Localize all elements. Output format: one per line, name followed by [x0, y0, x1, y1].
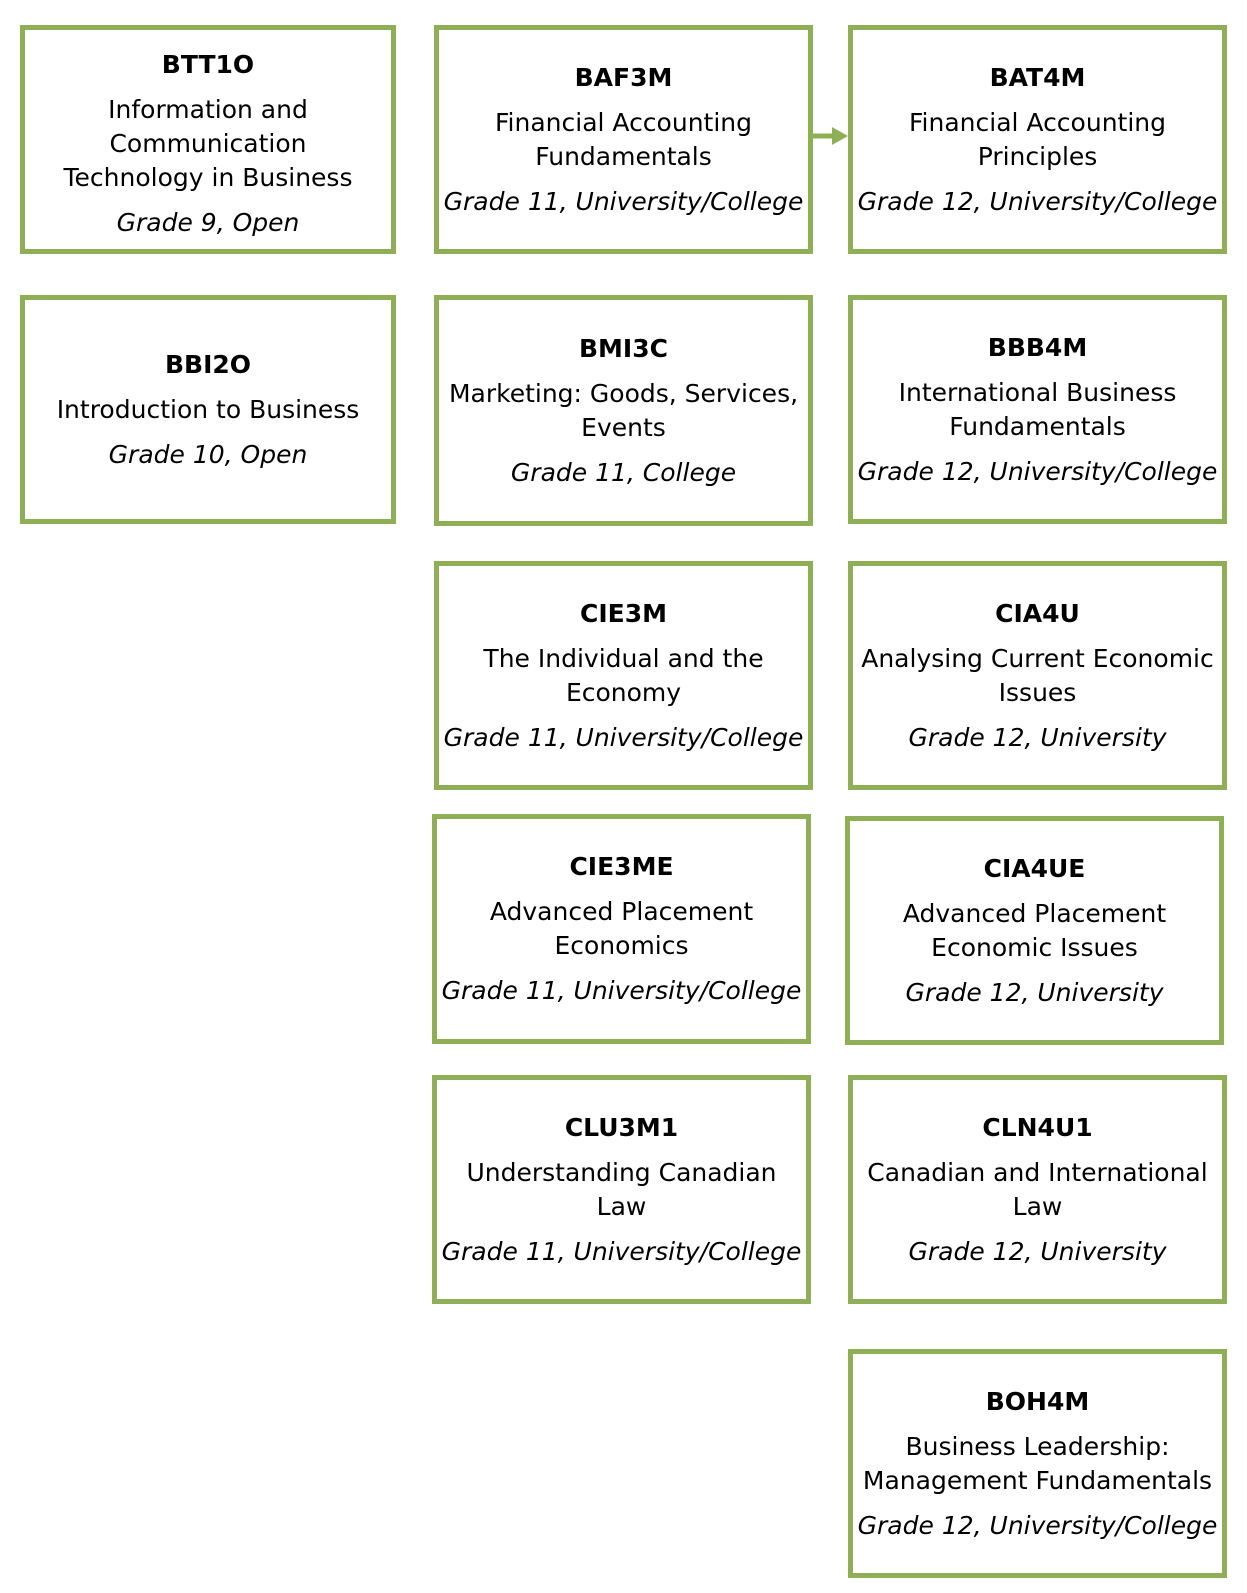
course-title: Information and Communication Technology… [63, 94, 353, 192]
course-box-btt1o: BTT1O Information and Communication Tech… [20, 25, 396, 254]
course-box-bmi3c: BMI3C Marketing: Goods, Services, Events… [434, 295, 813, 526]
course-code: CLU3M1 [564, 1112, 679, 1142]
course-code: CIE3ME [569, 852, 674, 881]
course-title: The Individual and the Economy [483, 643, 764, 707]
course-code: BOH4M [985, 1386, 1090, 1416]
course-grade: Grade 12, University [908, 1236, 1167, 1266]
course-grade: Grade 12, University [908, 722, 1167, 752]
course-code: BBI2O [164, 349, 252, 379]
course-title: Financial Accounting Principles [908, 107, 1167, 171]
course-title: International Business Fundamentals [898, 377, 1177, 441]
course-box-bat4m: BAT4M Financial Accounting Principles Gr… [848, 25, 1227, 254]
course-code: BTT1O [161, 49, 255, 79]
course-grade: Grade 11, College [510, 457, 737, 487]
course-grade: Grade 12, University/College [857, 1510, 1218, 1540]
course-box-bbi2o: BBI2O Introduction to Business Grade 10,… [20, 295, 396, 524]
course-box-cie3me: CIE3ME Advanced Placement Economics Grad… [432, 814, 811, 1044]
course-title: Advanced Placement Economic Issues [902, 898, 1167, 962]
course-code: CIA4U [995, 598, 1080, 628]
course-grade: Grade 12, University/College [857, 186, 1218, 216]
prerequisite-arrow-icon [812, 127, 848, 145]
course-grade: Grade 12, University/College [857, 456, 1218, 486]
course-box-cie3m: CIE3M The Individual and the Economy Gra… [434, 561, 813, 790]
course-box-boh4m: BOH4M Business Leadership: Management Fu… [848, 1349, 1227, 1578]
course-title: Understanding Canadian Law [466, 1157, 777, 1221]
course-code: BBB4M [987, 332, 1088, 362]
course-code: CIE3M [580, 598, 667, 628]
course-box-cia4ue: CIA4UE Advanced Placement Economic Issue… [845, 816, 1224, 1045]
course-grade: Grade 10, Open [108, 439, 308, 469]
course-code: BAT4M [989, 62, 1086, 92]
course-grade: Grade 12, University [905, 977, 1164, 1007]
course-grade: Grade 11, University/College [443, 186, 804, 216]
course-title: Marketing: Goods, Services, Events [448, 378, 799, 442]
course-grade: Grade 9, Open [116, 207, 300, 237]
course-box-cia4u: CIA4U Analysing Current Economic Issues … [848, 561, 1227, 790]
course-code: BAF3M [574, 62, 673, 92]
course-title: Financial Accounting Fundamentals [494, 107, 753, 171]
course-box-baf3m: BAF3M Financial Accounting Fundamentals … [434, 25, 813, 254]
course-code: CIA4UE [983, 853, 1086, 883]
course-grade: Grade 11, University/College [441, 1236, 802, 1266]
course-grade: Grade 11, University/College [441, 976, 802, 1005]
course-title: Introduction to Business [56, 394, 360, 424]
course-title: Business Leadership: Management Fundamen… [862, 1431, 1213, 1495]
course-title: Analysing Current Economic Issues [861, 643, 1214, 707]
course-box-bbb4m: BBB4M International Business Fundamental… [848, 295, 1227, 524]
course-box-clu3m1: CLU3M1 Understanding Canadian Law Grade … [432, 1075, 811, 1304]
course-box-cln4u1: CLN4U1 Canadian and International Law Gr… [848, 1075, 1227, 1304]
course-code: CLN4U1 [982, 1112, 1093, 1142]
course-code: BMI3C [579, 333, 668, 363]
course-title: Canadian and International Law [867, 1157, 1208, 1221]
course-grade: Grade 11, University/College [443, 722, 804, 752]
course-title: Advanced Placement Economics [489, 897, 754, 960]
